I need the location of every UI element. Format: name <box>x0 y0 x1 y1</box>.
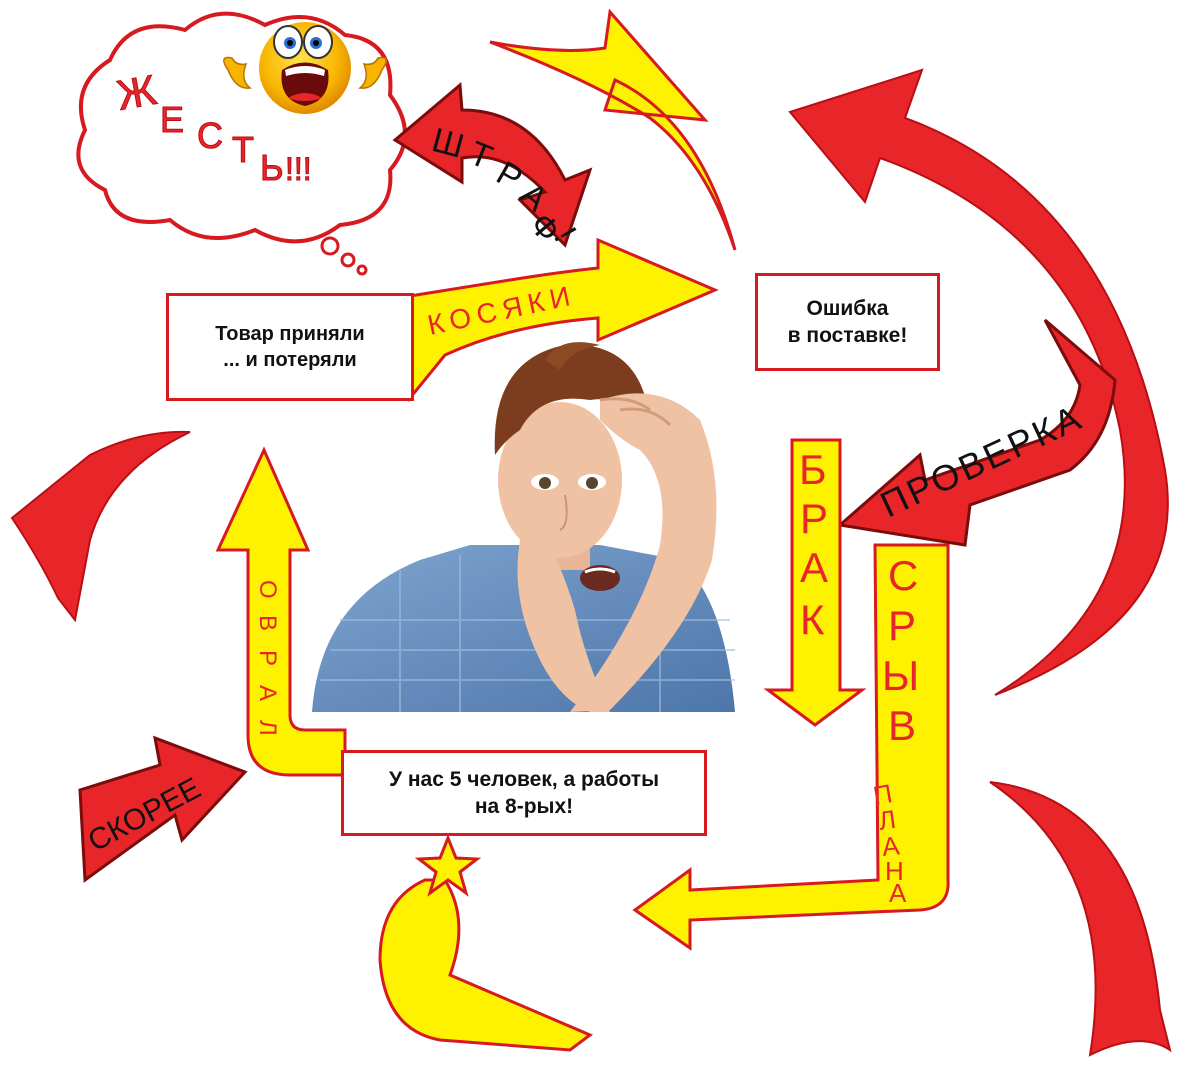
staff-shortage-line2: на 8-рых! <box>474 795 574 818</box>
bottom-right-red-arrow <box>989 781 1172 1057</box>
goods-lost-box: Товар приняли ... и потеряли <box>166 293 414 401</box>
plan-letter: А <box>880 830 901 862</box>
delivery-error-box: Ошибка в поставке! <box>755 273 940 371</box>
rush-letter: В <box>254 615 281 631</box>
reject-arrow: Б Р А К <box>763 438 867 727</box>
faster-arrow: СКОРЕЕ <box>78 735 248 883</box>
rush-letter: Л <box>254 720 281 736</box>
cloud-letter: Ж <box>113 66 160 119</box>
plan-letter: Н <box>885 856 904 886</box>
cloud-letter: Е <box>160 99 184 140</box>
stressed-man-image <box>312 342 735 712</box>
delivery-error-line2: в поставке! <box>787 324 908 347</box>
disruption-letter: Р <box>888 602 916 649</box>
rush-arrow: О В Р А Л <box>215 446 347 777</box>
reject-letter: Б <box>799 446 827 493</box>
staff-shortage-line1: У нас 5 человек, а работы <box>388 767 660 791</box>
disruption-letter: Ы <box>882 652 919 699</box>
cloud-letter: Т <box>232 129 254 170</box>
goods-lost-line1: Товар приняли <box>215 323 365 345</box>
plan-letter: А <box>889 878 907 908</box>
reject-letter: А <box>800 544 828 591</box>
thought-cloud: Ж Е С Т Ь !!! <box>76 11 407 276</box>
disruption-arrow: С Р Ы В П Л А Н А <box>632 543 950 951</box>
rush-letter: О <box>254 580 281 599</box>
plan-letter: П <box>871 778 895 811</box>
bottom-yellow-arrow <box>378 833 593 1052</box>
large-red-arrow-right <box>788 68 1169 696</box>
screaming-face-icon <box>223 22 387 114</box>
plan-letter: Л <box>877 804 898 836</box>
disruption-letter: В <box>888 702 916 749</box>
reject-letter: К <box>800 596 825 643</box>
cloud-letter: С <box>197 115 223 156</box>
delivery-error-line1: Ошибка <box>806 296 889 320</box>
reject-letter: Р <box>800 495 828 542</box>
top-curved-yellow-arrow <box>489 8 737 251</box>
staff-shortage-box: У нас 5 человек, а работы на 8-рых! <box>341 750 707 836</box>
star-icon <box>414 833 482 897</box>
disruption-letter: С <box>888 552 918 599</box>
left-red-arrow <box>10 430 191 623</box>
cloud-letter: !!! <box>285 151 312 187</box>
rush-letter: Р <box>254 650 281 666</box>
cloud-letter: Ь <box>260 147 284 188</box>
goods-lost-line2: ... и потеряли <box>223 349 357 371</box>
rush-letter: А <box>254 685 281 701</box>
penalty-arrow: Ш Т Р А Ф ! <box>392 81 593 250</box>
